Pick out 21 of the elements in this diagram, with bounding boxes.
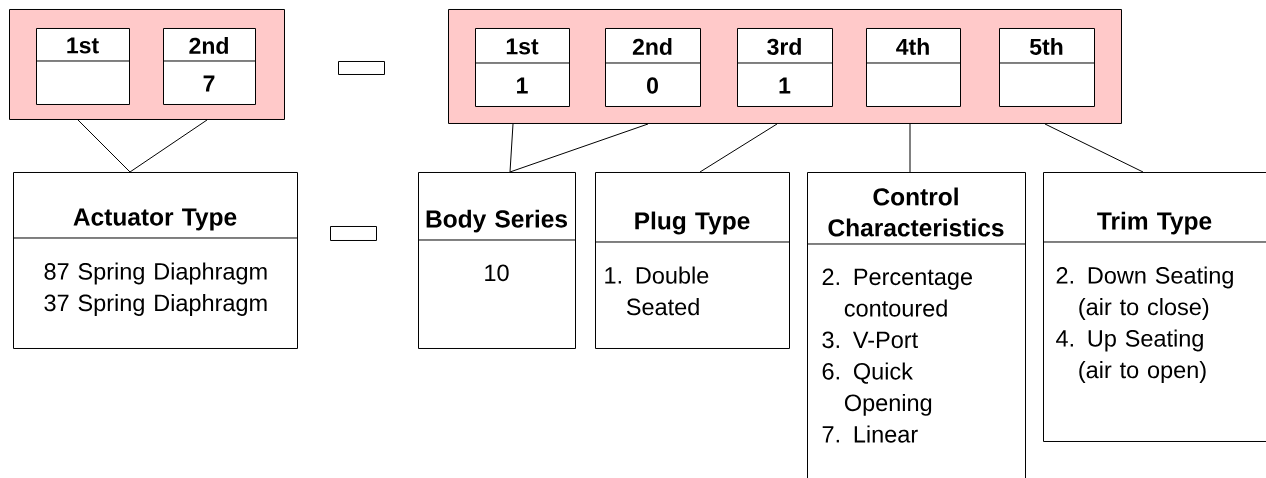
dash-symbol xyxy=(338,61,385,75)
code-cell: 3rd 1 xyxy=(736,28,833,107)
category-box: Plug Type 1. Double Seated xyxy=(594,172,790,349)
category-box: Actuator Type 87 Spring Diaphragm 37 Spring Diaphragm xyxy=(12,172,298,349)
code-cell: 4th xyxy=(865,28,961,107)
category-box: Body Series 10 xyxy=(417,172,576,349)
connector-line xyxy=(129,119,208,173)
code-cell: 2nd 7 xyxy=(162,28,256,105)
connector-line xyxy=(909,123,911,173)
code-cell: 2nd 0 xyxy=(604,28,701,107)
code-cell: 5th xyxy=(998,28,1095,107)
connector-line xyxy=(699,123,778,173)
connector-line xyxy=(509,123,514,173)
dash-symbol xyxy=(330,226,377,241)
connector-line xyxy=(77,119,131,173)
code-cell: 1st 1 xyxy=(474,28,570,107)
category-box: Trim Type 2. Down Seating (air to close) 4. Up Seating (air to open) xyxy=(1042,172,1266,442)
category-box: Control Characteristics 2. Percentage contoured 3. V-Port 6. Quick Opening 7. Linear xyxy=(806,172,1026,478)
connector-line xyxy=(1044,123,1144,173)
connector-line xyxy=(509,123,649,173)
code-cell: 1st xyxy=(35,28,130,105)
